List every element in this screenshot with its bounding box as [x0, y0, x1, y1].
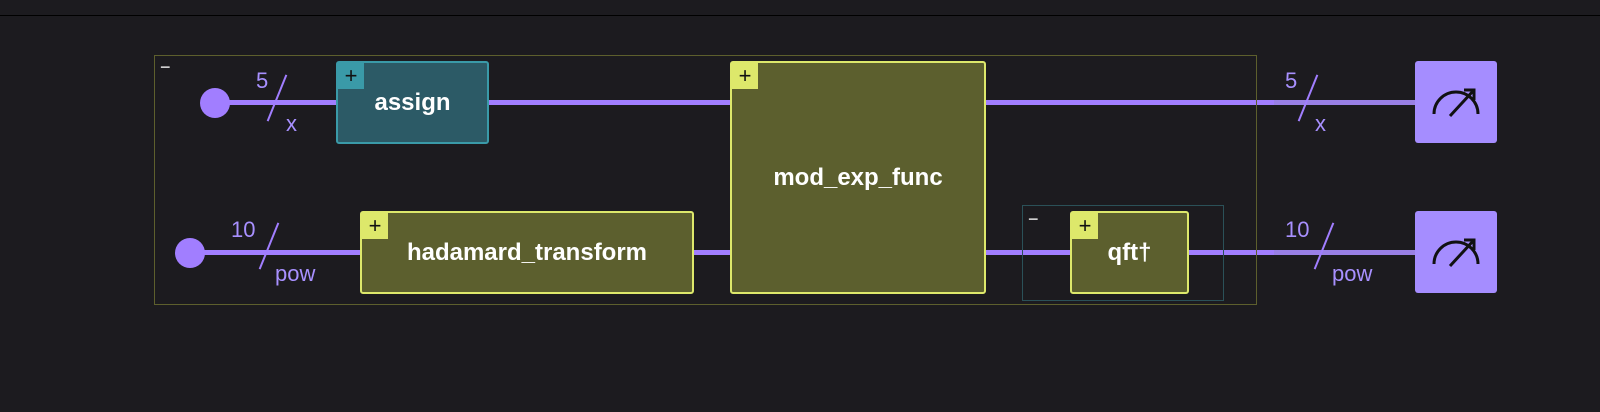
measure-pow-block[interactable]: [1415, 211, 1497, 293]
expand-qft-button[interactable]: +: [1072, 213, 1098, 239]
expand-hadamard-button[interactable]: +: [362, 213, 388, 239]
meter-icon: [1432, 88, 1480, 118]
mod-exp-func-gate[interactable]: + mod_exp_func: [730, 61, 986, 294]
qubit-x-start: [200, 88, 230, 118]
wire-pow-2: [692, 250, 732, 255]
measure-x-block[interactable]: [1415, 61, 1497, 143]
register-width-pow: 10: [231, 217, 256, 242]
qft-dagger-gate[interactable]: + qft†: [1070, 211, 1189, 294]
function-group-inner: [1022, 205, 1224, 301]
expand-mod-exp-button[interactable]: +: [732, 63, 758, 89]
output-name-x: x: [1315, 111, 1326, 136]
wire-x-3: [984, 100, 1274, 105]
register-name-pow: pow: [275, 261, 316, 286]
collapse-outer-button[interactable]: −: [160, 57, 171, 77]
hadamard-transform-gate-label: hadamard_transform: [406, 238, 648, 266]
meter-icon: [1432, 238, 1480, 268]
wire-x-4: [1274, 100, 1416, 105]
assign-gate-label: assign: [374, 88, 451, 116]
wire-x-1: [222, 100, 337, 105]
top-bar: [0, 0, 1600, 16]
mod-exp-func-gate-label: mod_exp_func: [773, 163, 943, 191]
register-width-x: 5: [256, 68, 269, 93]
hadamard-transform-gate[interactable]: + hadamard_transform: [360, 211, 694, 294]
register-name-x: x: [286, 111, 297, 136]
output-width-x: 5: [1285, 68, 1298, 93]
assign-gate[interactable]: + assign: [336, 61, 489, 144]
wire-pow-1: [196, 250, 362, 255]
qubit-pow-start: [175, 238, 205, 268]
wire-pow-4: [1186, 250, 1274, 255]
output-width-pow: 10: [1285, 217, 1310, 242]
qft-dagger-gate-label: qft†: [1107, 238, 1152, 266]
function-group-outer: [154, 55, 1257, 305]
collapse-inner-button[interactable]: −: [1028, 209, 1039, 229]
expand-assign-button[interactable]: +: [338, 63, 364, 89]
wire-x-2: [488, 100, 731, 105]
output-name-pow: pow: [1332, 261, 1373, 286]
wire-pow-5: [1274, 250, 1416, 255]
wire-pow-3: [984, 250, 1072, 255]
